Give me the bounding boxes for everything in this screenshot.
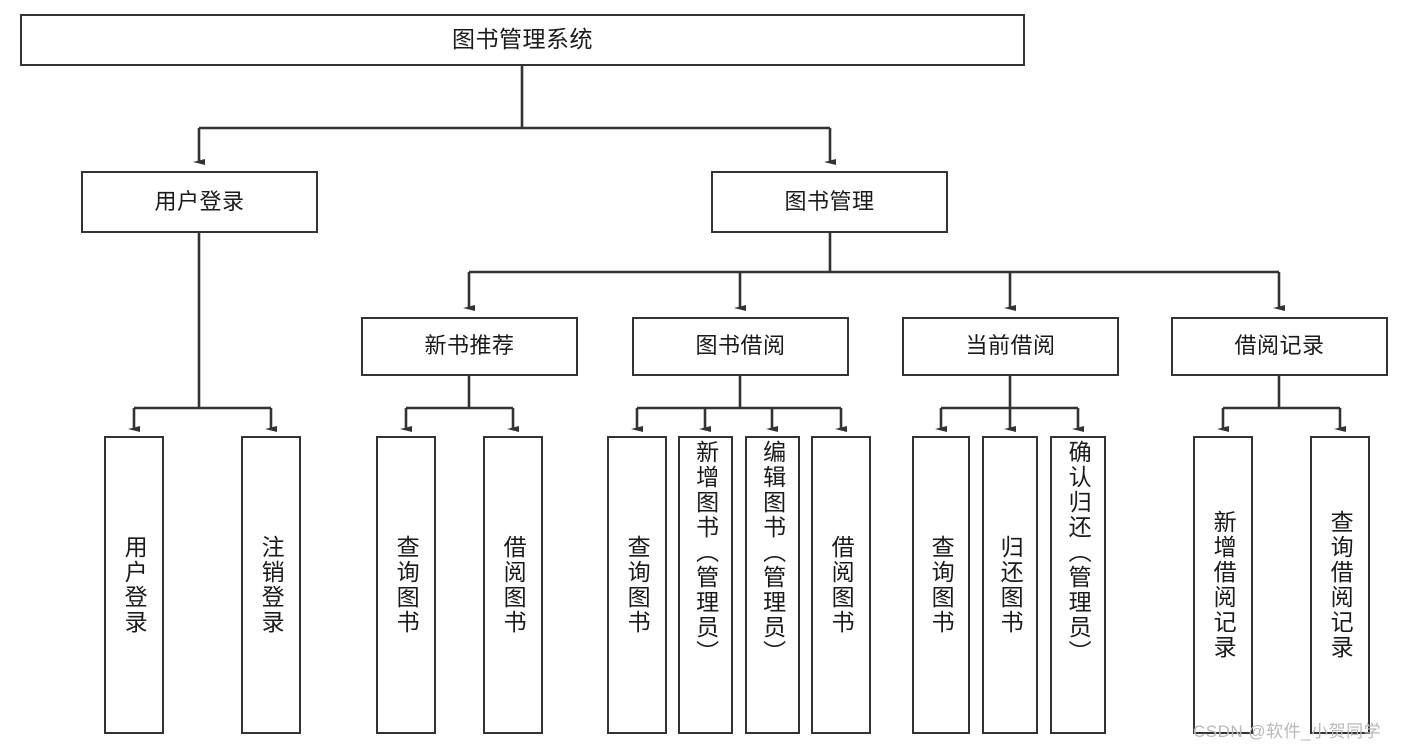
node-label: 查询借阅记录 [1327, 510, 1354, 660]
node-label: 查询图书 [393, 535, 420, 635]
node-user-login[interactable]: 用户登录 [81, 171, 318, 233]
node-label: 查询图书 [928, 535, 955, 635]
node-new-book-recommend[interactable]: 新书推荐 [361, 317, 578, 376]
node-label: 注销登录 [258, 535, 285, 635]
leaf-new-book-borrow[interactable]: 借阅图书 [483, 436, 543, 734]
leaf-new-book-query[interactable]: 查询图书 [376, 436, 436, 734]
node-book-management[interactable]: 图书管理 [711, 171, 948, 233]
leaf-borrow-record-query[interactable]: 查询借阅记录 [1310, 436, 1370, 734]
leaf-book-borrow-query[interactable]: 查询图书 [607, 436, 667, 734]
leaf-current-borrow-confirm-return[interactable]: 确认归还（管理员） [1050, 436, 1106, 734]
csdn-watermark: CSDN @软件_小贺同学 [1193, 722, 1382, 741]
node-label: 图书借阅 [695, 333, 786, 359]
node-label: 借阅图书 [500, 535, 527, 635]
leaf-user-login-login[interactable]: 用户登录 [104, 436, 164, 734]
leaf-current-borrow-query[interactable]: 查询图书 [912, 436, 970, 734]
node-current-borrow[interactable]: 当前借阅 [902, 317, 1119, 376]
leaf-book-borrow-borrow[interactable]: 借阅图书 [811, 436, 871, 734]
node-label: 图书管理 [784, 188, 875, 214]
node-label: 用户登录 [154, 188, 245, 214]
node-label: 借阅记录 [1234, 333, 1325, 359]
node-label: 编辑图书（管理员） [759, 440, 786, 665]
node-borrow-records[interactable]: 借阅记录 [1171, 317, 1388, 376]
leaf-book-borrow-edit[interactable]: 编辑图书（管理员） [745, 436, 800, 734]
node-label: 新增图书（管理员） [692, 440, 719, 665]
leaf-book-borrow-add[interactable]: 新增图书（管理员） [678, 436, 733, 734]
node-label: 图书管理系统 [452, 26, 593, 53]
leaf-borrow-record-add[interactable]: 新增借阅记录 [1193, 436, 1253, 734]
node-label: 确认归还（管理员） [1065, 440, 1092, 665]
node-label: 查询图书 [624, 535, 651, 635]
node-label: 用户登录 [121, 535, 148, 635]
node-label: 新书推荐 [424, 333, 515, 359]
leaf-current-borrow-return[interactable]: 归还图书 [982, 436, 1038, 734]
node-label: 当前借阅 [965, 333, 1056, 359]
leaf-user-login-logout[interactable]: 注销登录 [241, 436, 301, 734]
node-label: 新增借阅记录 [1210, 510, 1237, 660]
node-book-borrow[interactable]: 图书借阅 [632, 317, 849, 376]
node-label: 归还图书 [997, 535, 1024, 635]
node-label: 借阅图书 [828, 535, 855, 635]
node-root-system[interactable]: 图书管理系统 [20, 14, 1025, 66]
